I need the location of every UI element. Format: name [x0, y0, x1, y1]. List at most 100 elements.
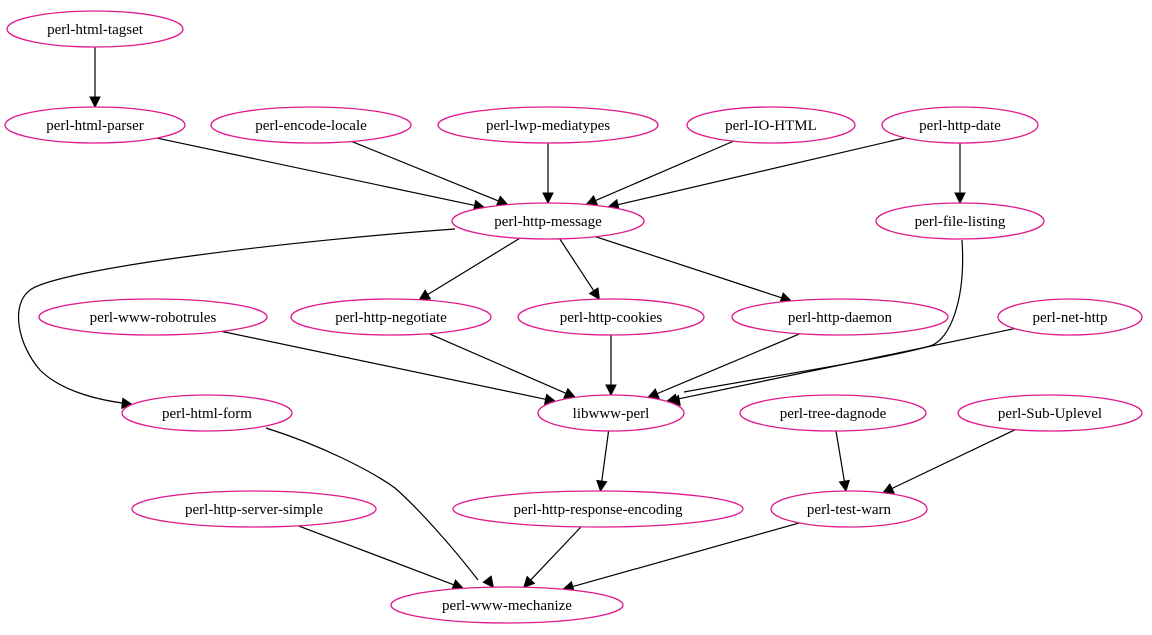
edge-line — [265, 427, 479, 581]
node-label: perl-lwp-mediatypes — [486, 118, 610, 134]
node-ellipse — [210, 106, 412, 144]
node-label: perl-http-daemon — [788, 310, 893, 326]
edge-httpdate-to-message — [607, 137, 906, 211]
node-message: perl-http-message — [451, 202, 645, 240]
node-ellipse — [517, 298, 705, 336]
edge-line — [657, 333, 801, 395]
node-ellipse — [437, 106, 659, 144]
node-tagset: perl-html-tagset — [6, 10, 184, 48]
node-ellipse — [131, 490, 377, 528]
node-ellipse — [875, 202, 1045, 240]
node-label: perl-Sub-Uplevel — [998, 406, 1102, 422]
arrowhead — [563, 387, 577, 399]
edge-mediatypes-to-message — [542, 143, 554, 205]
edge-line — [17, 228, 456, 405]
edge-line — [891, 429, 1016, 490]
node-ellipse — [121, 394, 293, 432]
node-responseenc: perl-http-response-encoding — [452, 490, 744, 528]
node-label: perl-http-negotiate — [335, 310, 447, 326]
arrowhead — [588, 287, 600, 301]
edge-line — [617, 137, 906, 206]
node-label: libwww-perl — [573, 406, 650, 422]
node-nethttp: perl-net-http — [997, 298, 1143, 336]
node-label: perl-file-listing — [915, 214, 1006, 230]
node-label: perl-net-http — [1033, 310, 1108, 326]
node-label: perl-www-robotrules — [90, 310, 217, 326]
edge-line — [595, 236, 782, 299]
edge-robotrules-to-libwww — [221, 330, 557, 405]
node-ellipse — [537, 394, 685, 432]
node-ellipse — [731, 298, 949, 336]
edge-form-to-mechanize — [265, 427, 494, 589]
arrowhead — [838, 479, 851, 493]
node-ellipse — [739, 394, 927, 432]
edge-line — [428, 333, 567, 394]
node-label: perl-encode-locale — [255, 118, 367, 134]
node-filelisting: perl-file-listing — [875, 202, 1045, 240]
edge-line — [530, 526, 582, 581]
edge-nethttp-to-libwww — [665, 327, 1015, 405]
arrowhead — [523, 575, 536, 589]
edge-line — [835, 430, 845, 482]
edge-line — [595, 140, 734, 202]
node-daemon: perl-http-daemon — [731, 298, 949, 336]
node-form: perl-html-form — [121, 394, 293, 432]
node-ellipse — [6, 10, 184, 48]
node-ellipse — [390, 586, 624, 624]
edge-message-to-daemon — [595, 236, 793, 304]
arrowhead — [881, 483, 895, 494]
node-httpdate: perl-http-date — [881, 106, 1039, 144]
edge-line — [156, 137, 475, 207]
edge-line — [559, 238, 595, 292]
node-label: perl-www-mechanize — [442, 598, 572, 614]
node-label: perl-http-response-encoding — [513, 502, 683, 518]
arrowhead — [646, 388, 660, 399]
edge-line — [572, 522, 800, 588]
nodes-layer: perl-html-tagset perl-html-parser perl-enc… — [4, 10, 1143, 624]
edge-serversimple-to-mechanize — [298, 525, 465, 591]
node-label: perl-http-date — [919, 118, 1001, 134]
edge-httpdate-to-filelisting — [954, 143, 966, 205]
edges-layer — [17, 47, 1016, 593]
node-ellipse — [38, 298, 268, 336]
node-libwww: libwww-perl — [537, 394, 685, 432]
node-ellipse — [686, 106, 856, 144]
node-serversimple: perl-http-server-simple — [131, 490, 377, 528]
node-ellipse — [4, 106, 186, 144]
node-mechanize: perl-www-mechanize — [390, 586, 624, 624]
node-label: perl-http-server-simple — [185, 502, 323, 518]
node-label: perl-html-parser — [46, 118, 143, 134]
node-negotiate: perl-http-negotiate — [290, 298, 492, 336]
edge-negotiate-to-libwww — [428, 333, 577, 399]
arrowhead — [418, 289, 432, 301]
edge-parser-to-message — [156, 137, 486, 212]
node-label: perl-http-message — [494, 214, 602, 230]
node-ellipse — [881, 106, 1039, 144]
arrowhead — [482, 575, 494, 589]
node-ellipse — [452, 490, 744, 528]
arrowhead — [89, 96, 101, 109]
edge-libwww-to-responseenc — [596, 430, 610, 493]
edge-cookies-to-libwww — [605, 335, 617, 397]
node-cookies: perl-http-cookies — [517, 298, 705, 336]
arrowhead — [596, 479, 608, 493]
node-label: perl-http-cookies — [560, 310, 663, 326]
edge-dagnode-to-testwarn — [835, 430, 851, 493]
node-encode: perl-encode-locale — [210, 106, 412, 144]
edge-line — [676, 327, 1015, 400]
node-parser: perl-html-parser — [4, 106, 186, 144]
edge-message-to-cookies — [559, 238, 600, 301]
node-ellipse — [957, 394, 1143, 432]
node-ellipse — [997, 298, 1143, 336]
edge-message-to-negotiate — [418, 237, 521, 301]
node-label: perl-html-tagset — [47, 22, 144, 38]
node-label: perl-html-form — [162, 406, 252, 422]
edge-line — [601, 430, 610, 482]
edge-tagset-to-parser — [89, 47, 101, 109]
node-label: perl-IO-HTML — [725, 118, 817, 134]
node-iohtml: perl-IO-HTML — [686, 106, 856, 144]
arrowhead — [585, 195, 599, 206]
edge-uplevel-to-testwarn — [881, 429, 1016, 494]
edge-line — [298, 525, 454, 586]
